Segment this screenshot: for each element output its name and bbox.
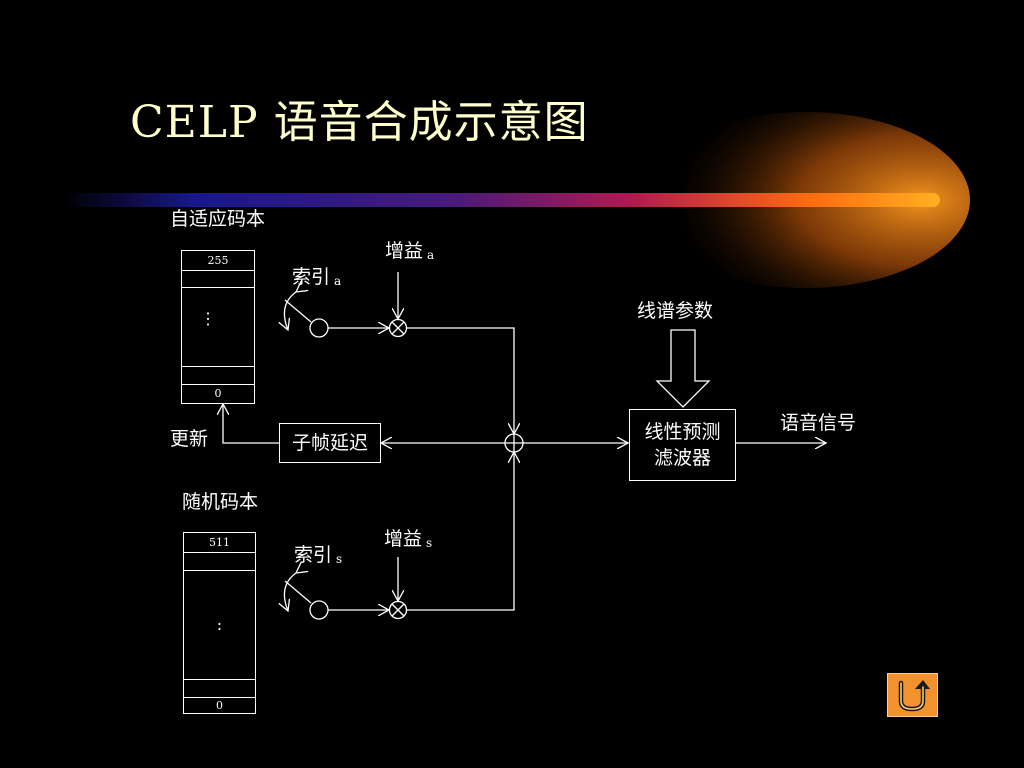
adaptive-switch-node xyxy=(309,318,329,338)
u-turn-arrow-icon xyxy=(898,680,930,712)
adaptive-codebook-bottom-index: 0 xyxy=(214,387,222,400)
random-codebook: 511 : 0 xyxy=(183,532,256,714)
gain-a-text: 增益 xyxy=(385,240,424,262)
adaptive-codebook-top-index: 255 xyxy=(207,254,229,267)
index-a-text: 索引 xyxy=(292,266,331,288)
speech-signal-label: 语音信号 xyxy=(780,412,857,434)
random-codebook-bottom-index: 0 xyxy=(216,699,223,712)
multiplier-s-cross-2 xyxy=(391,603,405,617)
page-title: CELP 语音合成示意图 xyxy=(130,97,589,148)
gain-s-text: 增益 xyxy=(384,528,423,550)
random-codebook-label: 随机码本 xyxy=(182,491,259,513)
adaptive-codebook: 255 ⋮ 0 xyxy=(181,250,255,404)
adaptive-switch-arm xyxy=(284,299,312,323)
adaptive-switch-arc xyxy=(284,292,296,330)
adaptive-codebook-row-divider xyxy=(182,287,254,288)
multiplier-s xyxy=(388,600,408,620)
index-s-subscript: s xyxy=(336,552,343,566)
lpc-filter-line1: 线性预测 xyxy=(644,421,721,443)
subframe-delay-box: 子帧延迟 xyxy=(279,423,381,463)
adaptive-codebook-ellipsis: ⋮ xyxy=(200,309,216,328)
delay-to-update xyxy=(223,404,279,444)
random-codebook-ellipsis: : xyxy=(216,615,223,634)
gain-s-subscript: s xyxy=(426,536,433,550)
lpc-filter-box: 线性预测 滤波器 xyxy=(629,409,736,481)
random-codebook-row-divider xyxy=(184,697,255,698)
line-spectrum-params-label: 线谱参数 xyxy=(637,300,714,322)
random-codebook-row-divider xyxy=(184,679,255,680)
random-switch-arm xyxy=(284,580,312,604)
adaptive-codebook-row-divider xyxy=(182,366,254,367)
line-spectrum-block-arrow xyxy=(655,329,711,408)
lpc-filter-line2: 滤波器 xyxy=(653,447,711,469)
random-codebook-row-divider xyxy=(184,552,255,553)
multiplier-a-cross-2 xyxy=(391,321,405,335)
adaptive-codebook-label: 自适应码本 xyxy=(170,208,266,230)
index-s-text: 索引 xyxy=(294,544,333,566)
gain-a-subscript: a xyxy=(427,248,435,262)
multiplier-a xyxy=(388,318,408,338)
random-to-sum xyxy=(407,452,514,611)
index-a-subscript: a xyxy=(334,274,342,288)
random-codebook-top-index: 511 xyxy=(209,536,230,549)
subframe-delay-label: 子帧延迟 xyxy=(291,432,368,454)
random-switch-node xyxy=(309,600,329,620)
random-switch-arc xyxy=(284,573,296,611)
return-button[interactable] xyxy=(887,673,938,717)
adaptive-codebook-row-divider xyxy=(182,384,254,385)
update-label: 更新 xyxy=(170,428,209,450)
comet-tail xyxy=(60,193,940,207)
adaptive-codebook-row-divider xyxy=(182,270,254,271)
random-codebook-row-divider xyxy=(184,570,255,571)
adaptive-to-sum xyxy=(407,327,514,434)
